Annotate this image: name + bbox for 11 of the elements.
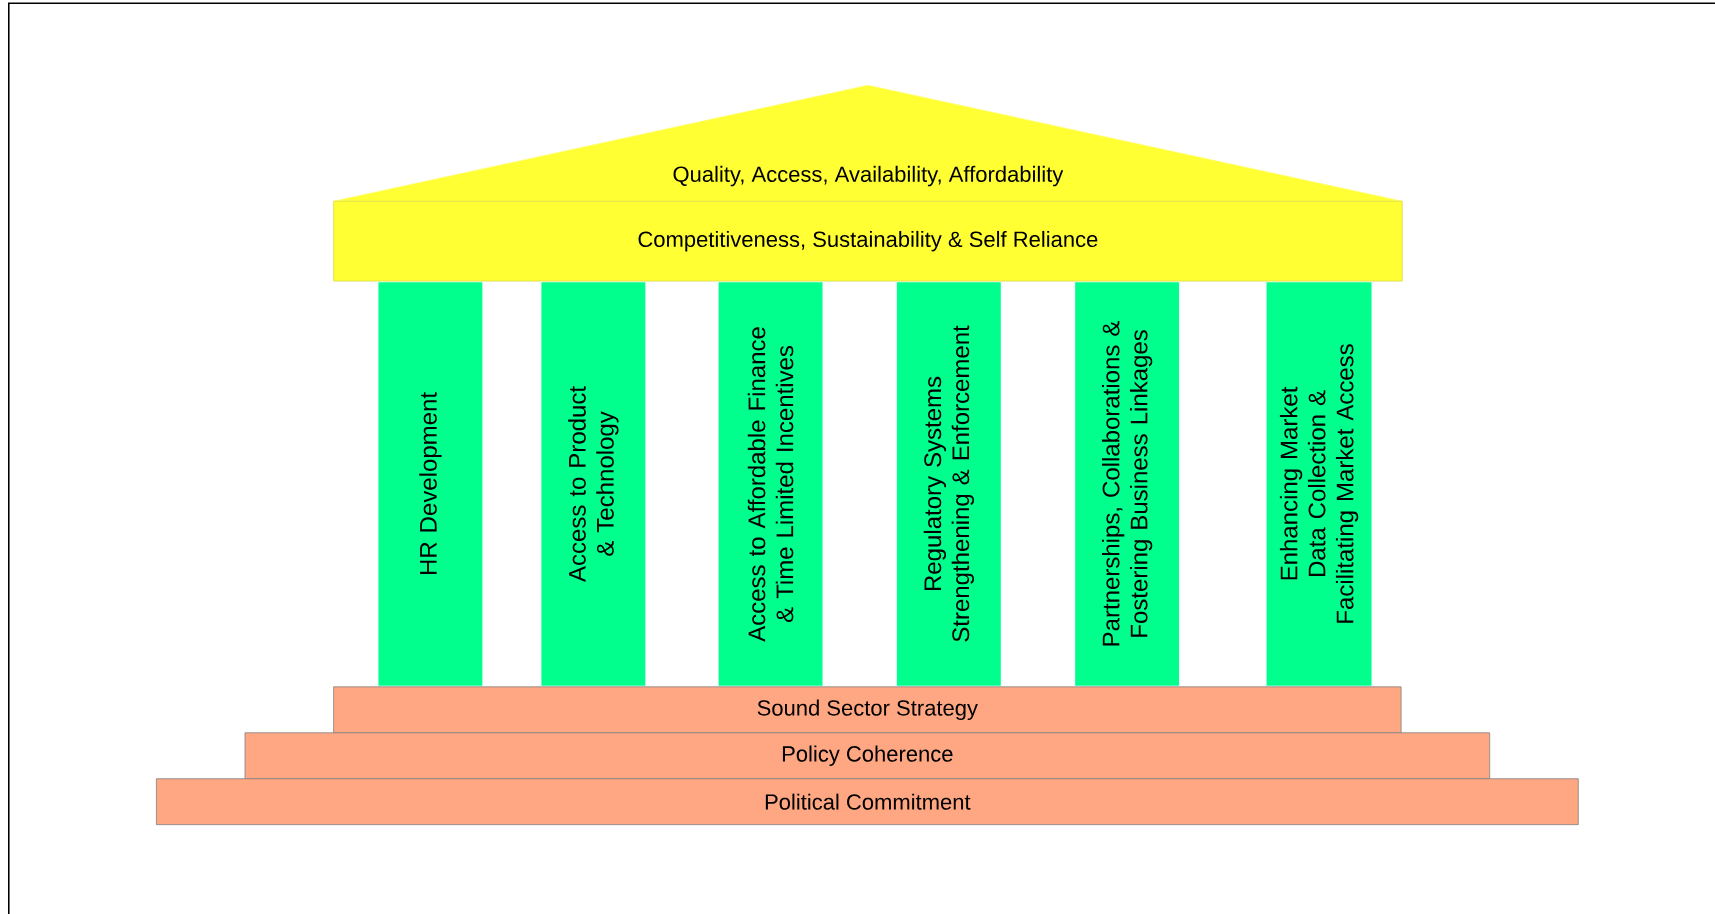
pillar: Enhancing Market Data Collection & Facilitating Market Access <box>1266 282 1372 686</box>
pillar: Regulatory Systems Strengthening & Enforcement <box>896 282 1001 686</box>
pillar: Access to Product & Technology <box>541 282 646 686</box>
pillar: HR Development <box>378 282 483 686</box>
step-box: Sound Sector Strategy <box>333 686 1402 733</box>
roof-triangle: Quality, Access, Availability, Affordability <box>333 84 1403 202</box>
pillar: Partnerships, Collaborations & Fostering Business Linkages <box>1075 282 1180 686</box>
pillar: Access to Affordable Finance & Time Limited Incentives <box>718 282 823 686</box>
beam-box: Competitiveness, Sustainability & Self Reliance <box>333 200 1403 282</box>
step-box: Policy Coherence <box>244 732 1491 779</box>
step-box: Political Commitment <box>156 778 1579 825</box>
